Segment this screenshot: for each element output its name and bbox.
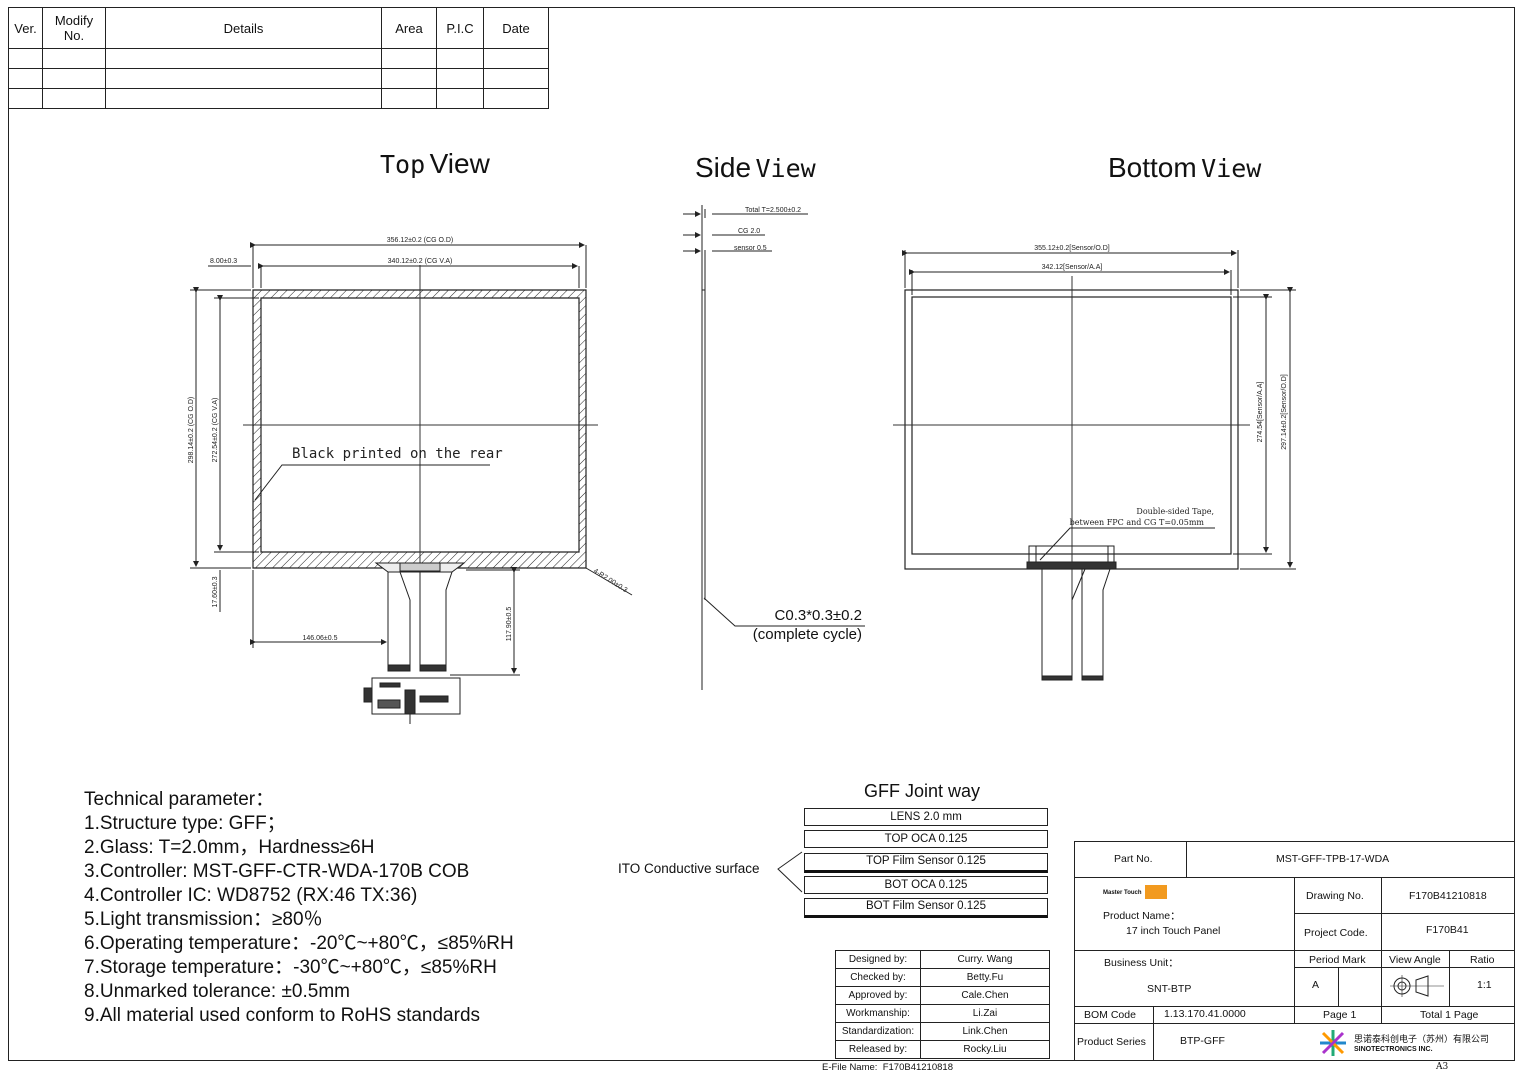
layer-top-film-sensor: TOP Film Sensor 0.125 bbox=[804, 853, 1048, 873]
tech-item: 1.Structure type: GFF； bbox=[84, 813, 286, 834]
table-row: Released by:Rocky.Liu bbox=[835, 1040, 1050, 1059]
dim-corner-radius: 4-R2.00±0.3 bbox=[592, 568, 628, 594]
bottom-view-title: Bottom View bbox=[1108, 152, 1262, 183]
table-row: Workmanship:Li.Zai bbox=[835, 1004, 1050, 1023]
business-unit: SNT-BTP bbox=[1147, 983, 1192, 995]
table-row: Designed by:Curry. Wang bbox=[835, 950, 1050, 969]
product-series-label: Product Series bbox=[1077, 1036, 1146, 1048]
tech-item: 2.Glass: T=2.0mm，Hardness≥6H bbox=[84, 837, 375, 858]
dim-sensor-aa-width: 342.12[Sensor/A.A] bbox=[1042, 264, 1103, 271]
dim-border: 8.00±0.3 bbox=[210, 258, 237, 265]
tech-item: 6.Operating temperature：-20℃~+80℃，≤85%RH bbox=[84, 933, 514, 954]
dim-sensor-aa-height: 274.54[Sensor/A.A] bbox=[1257, 382, 1264, 443]
table-row bbox=[8, 48, 549, 69]
ito-label: ITO Conductive surface bbox=[618, 861, 760, 876]
dim-sensor-thickness: sensor 0.5 bbox=[734, 245, 767, 252]
sheet-size: A3 bbox=[1436, 1062, 1449, 1072]
tech-title: Technical parameter： bbox=[84, 789, 275, 810]
rev-header-details: Details bbox=[105, 7, 382, 49]
dim-fpc-length: 117.90±0.5 bbox=[506, 607, 513, 642]
dim-sensor-od-width: 355.12±0.2[Sensor/O.D] bbox=[1034, 245, 1109, 252]
project-code-label: Project Code. bbox=[1304, 927, 1368, 939]
logo-text: Master Touch bbox=[1103, 890, 1142, 896]
dim-cg-thickness: CG 2.0 bbox=[738, 228, 760, 235]
side-view bbox=[683, 205, 865, 690]
dim-cg-va-width: 340.12±0.2 (CG V.A) bbox=[388, 258, 453, 265]
side-view-title: Side View bbox=[695, 152, 816, 183]
joint-title: GFF Joint way bbox=[864, 781, 981, 801]
rev-header-pic: P.I.C bbox=[436, 7, 484, 49]
technical-parameters: Technical parameter： 1.Structure type: G… bbox=[84, 788, 514, 1028]
table-row: Standardization:Link.Chen bbox=[835, 1022, 1050, 1041]
tech-item: 8.Unmarked tolerance: ±0.5mm bbox=[84, 981, 350, 1002]
ratio-label: Ratio bbox=[1470, 954, 1495, 966]
tech-item: 3.Controller: MST-GFF-CTR-WDA-170B COB bbox=[84, 861, 470, 882]
tech-item: 9.All material used conform to RoHS stan… bbox=[84, 1005, 481, 1026]
dim-cg-od-width: 356.12±0.2 (CG O.D) bbox=[387, 237, 453, 244]
project-code: F170B41 bbox=[1426, 924, 1469, 936]
dim-sensor-od-height: 297.14±0.2[Sensor/O.D] bbox=[1281, 374, 1288, 449]
dim-cg-va-height: 272.54±0.2 (CG V.A) bbox=[212, 398, 219, 463]
tech-item: 4.Controller IC: WD8752 (RX:46 TX:36) bbox=[84, 885, 418, 906]
period-mark-label: Period Mark bbox=[1309, 954, 1366, 966]
drawing-frame bbox=[8, 7, 1515, 1061]
part-no-label: Part No. bbox=[1114, 853, 1153, 865]
dim-cg-od-height: 298.14±0.2 (CG O.D) bbox=[188, 397, 195, 463]
drawing-no: F170B41210818 bbox=[1409, 890, 1487, 902]
layer-lens: LENS 2.0 mm bbox=[804, 808, 1048, 826]
view-angle-label: View Angle bbox=[1389, 954, 1441, 966]
bottom-view-dimensions: 355.12±0.2[Sensor/O.D] 342.12[Sensor/A.A… bbox=[1034, 245, 1288, 450]
product-name-label: Product Name： bbox=[1103, 910, 1181, 922]
chamfer-label: C0.3*0.3±0.2 bbox=[775, 607, 862, 624]
table-row bbox=[8, 88, 549, 109]
table-row bbox=[8, 68, 549, 89]
company-logo-icon bbox=[1145, 885, 1167, 899]
layer-bot-film-sensor: BOT Film Sensor 0.125 bbox=[804, 898, 1048, 918]
signature-table: Designed by:Curry. Wang Checked by:Betty… bbox=[835, 950, 1050, 1059]
rev-header-date: Date bbox=[483, 7, 549, 49]
tape-note-2: between FPC and CG T=0.05mm bbox=[1070, 518, 1205, 527]
side-view-dimensions: Total T=2.500±0.2 CG 2.0 sensor 0.5 bbox=[734, 207, 801, 252]
top-view bbox=[190, 242, 633, 724]
dim-bottom-border: 17.60±0.3 bbox=[212, 576, 219, 607]
drawing-no-label: Drawing No. bbox=[1306, 890, 1364, 902]
dim-fpc-offset: 146.06±0.5 bbox=[303, 635, 338, 642]
ratio: 1:1 bbox=[1477, 979, 1492, 991]
tech-item: 7.Storage temperature：-30℃~+80℃，≤85%RH bbox=[84, 957, 497, 978]
black-print-note: Black printed on the rear bbox=[292, 446, 503, 462]
table-row: Checked by:Betty.Fu bbox=[835, 968, 1050, 987]
product-name: 17 inch Touch Panel bbox=[1126, 925, 1221, 937]
product-series: BTP-GFF bbox=[1180, 1035, 1225, 1047]
page-number: Page 1 bbox=[1323, 1009, 1357, 1021]
company-name-en: SINOTECTRONICS INC. bbox=[1354, 1046, 1433, 1053]
part-no: MST-GFF-TPB-17-WDA bbox=[1276, 853, 1390, 865]
layer-bot-oca: BOT OCA 0.125 bbox=[804, 876, 1048, 894]
bom-code: 1.13.170.41.0000 bbox=[1164, 1008, 1246, 1020]
chamfer-note: (complete cycle) bbox=[753, 626, 862, 643]
business-unit-label: Business Unit： bbox=[1104, 957, 1179, 969]
revision-table: Ver. Modify No. Details Area P.I.C Date bbox=[8, 7, 549, 109]
bottom-view bbox=[893, 250, 1296, 681]
dim-total-thickness: Total T=2.500±0.2 bbox=[745, 207, 801, 214]
rev-header-modify: Modify No. bbox=[42, 7, 106, 49]
company-name-cn: 思诺泰科创电子（苏州）有限公司 bbox=[1354, 1035, 1490, 1045]
period-mark: A bbox=[1312, 979, 1320, 991]
company-logo-icon bbox=[1320, 1030, 1346, 1056]
bom-code-label: BOM Code bbox=[1084, 1009, 1136, 1021]
top-view-title: Top View bbox=[380, 148, 490, 179]
table-row: Approved by:Cale.Chen bbox=[835, 986, 1050, 1005]
ito-bracket bbox=[777, 851, 803, 893]
tape-note-1: Double-sided Tape, bbox=[1136, 507, 1214, 516]
total-pages: Total 1 Page bbox=[1420, 1009, 1479, 1021]
layer-top-oca: TOP OCA 0.125 bbox=[804, 830, 1048, 848]
projection-symbol-icon bbox=[1390, 975, 1444, 997]
tech-item: 5.Light transmission：≥80％ bbox=[84, 909, 323, 930]
efile-name: E-File Name: F170B41210818 bbox=[822, 1062, 953, 1073]
